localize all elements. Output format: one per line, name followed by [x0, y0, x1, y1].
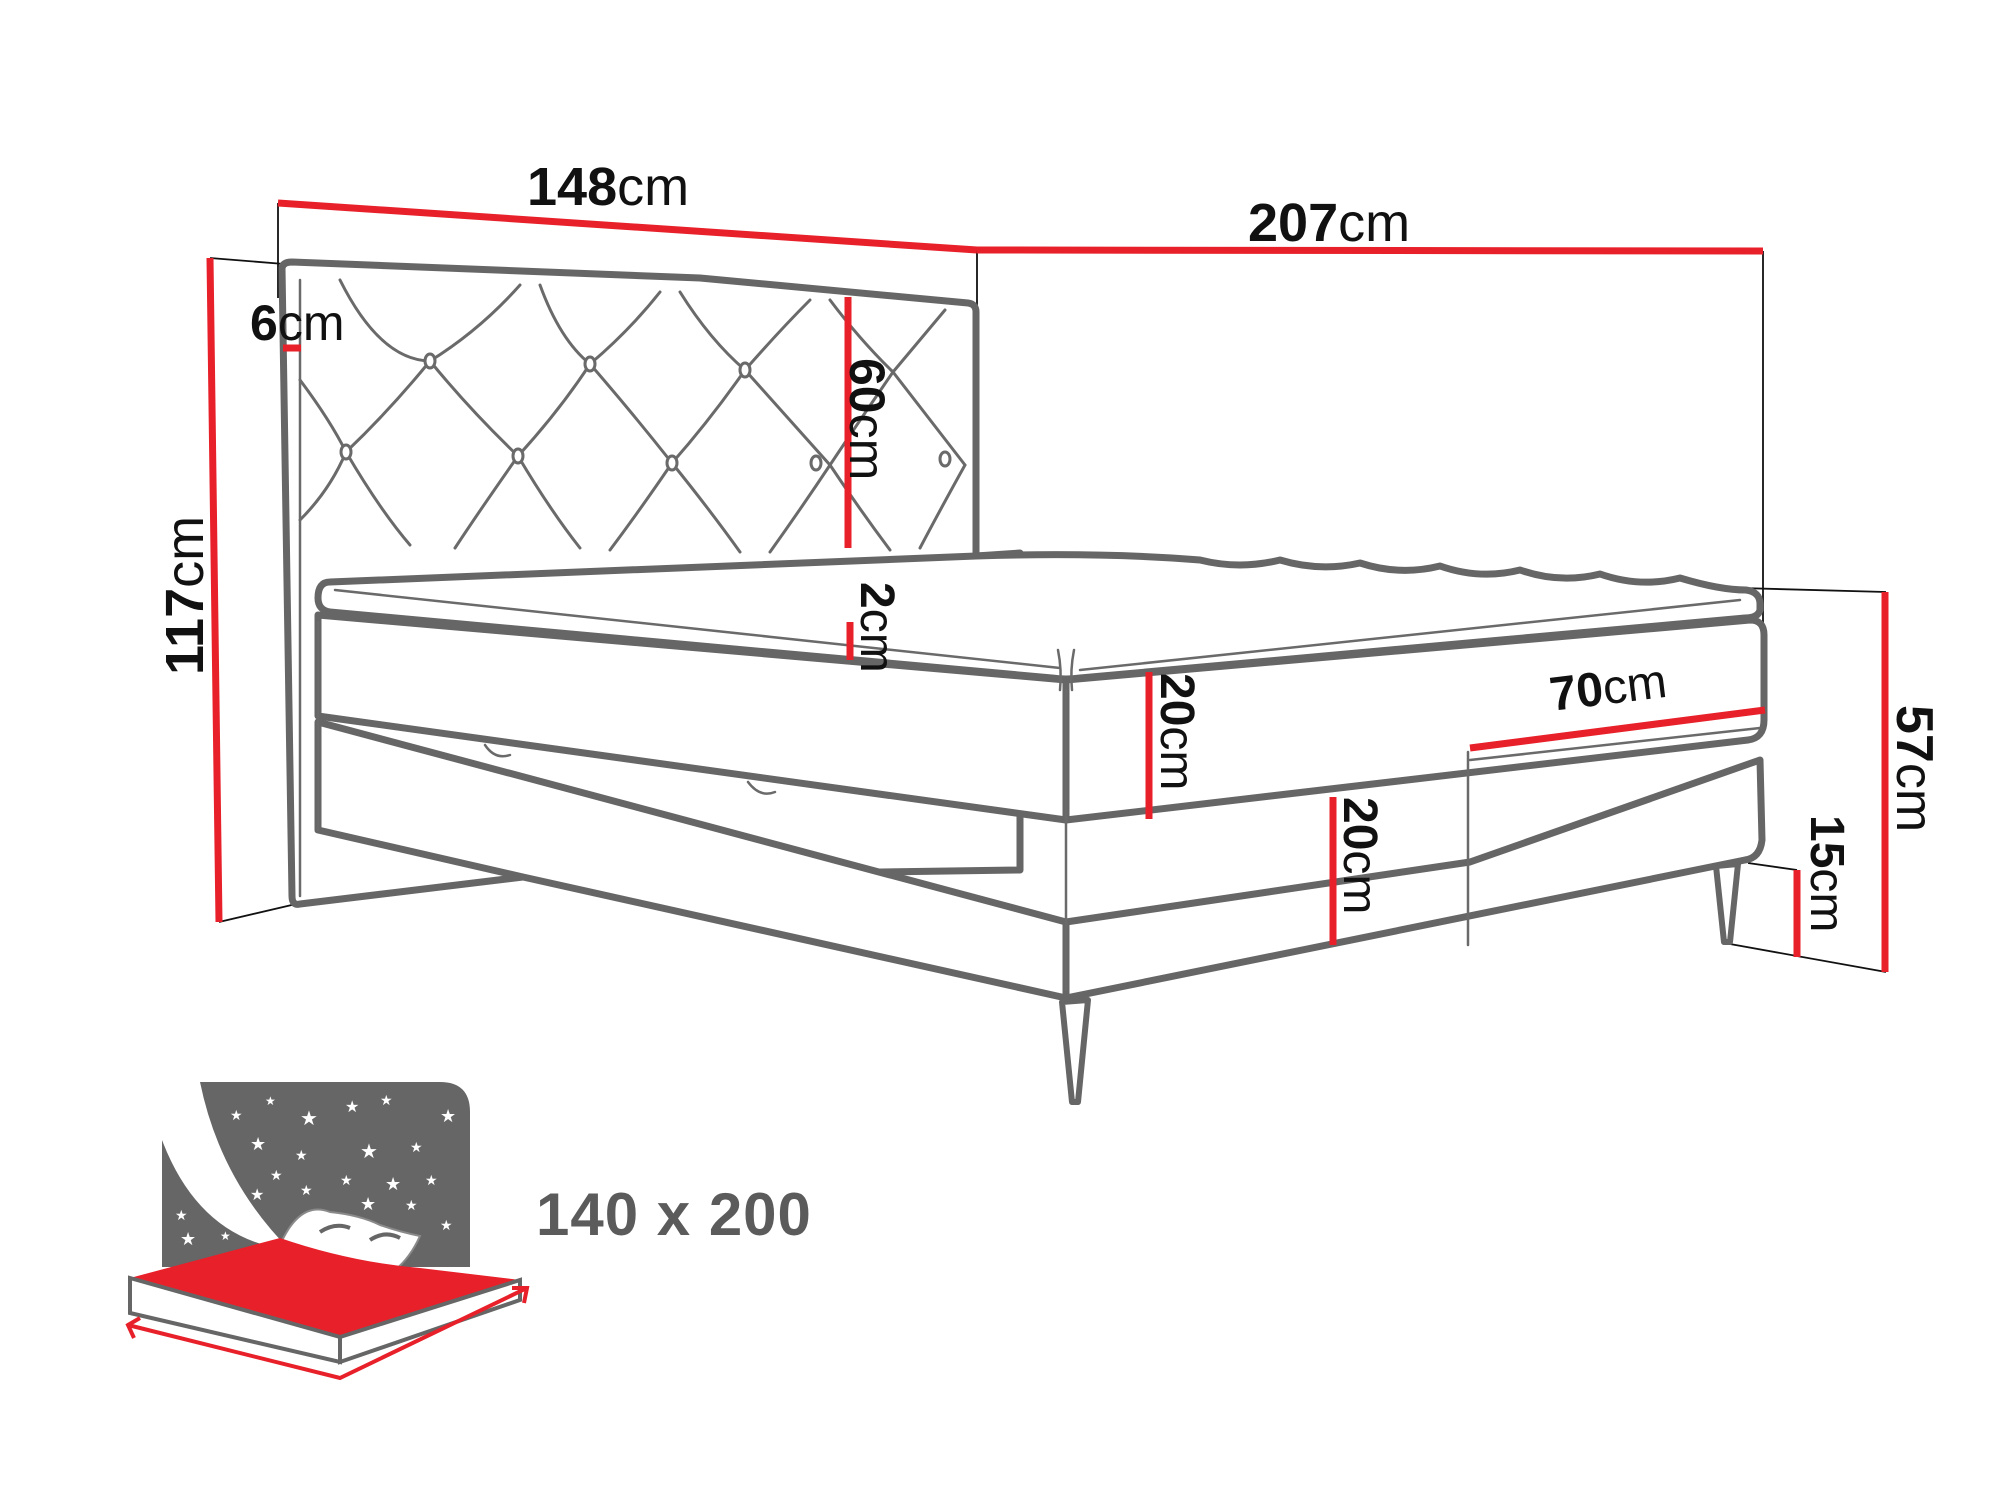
svg-text:★: ★ [295, 1147, 308, 1163]
label-sleeping-height: 57cm [1885, 705, 1943, 833]
label-width: 148cm [527, 160, 689, 214]
stars-icon: ★ ★ ★ ★ ★ ★ ★ ★ ★ ★ ★ ★ ★ ★ ★ ★ ★ ★ ★ ★ … [175, 1092, 456, 1249]
label-sleeping-height-unit: cm [1885, 762, 1943, 833]
svg-text:★: ★ [425, 1172, 438, 1188]
dim-line-width [277, 199, 978, 254]
label-headboard-height: 60cm [839, 358, 895, 481]
label-width-value: 148 [527, 157, 618, 217]
dimension-lines [206, 199, 1889, 972]
dim-line-total-height [206, 257, 223, 923]
label-leg-height-value: 15 [1800, 815, 1853, 869]
label-headboard-depth-value: 6 [250, 295, 278, 351]
svg-text:★: ★ [440, 1217, 453, 1233]
svg-text:★: ★ [405, 1197, 418, 1213]
label-headboard-height-value: 60 [839, 358, 895, 414]
dim-line-storage [1469, 706, 1766, 752]
svg-text:★: ★ [175, 1207, 188, 1223]
mattress-size-icon: ★ ★ ★ ★ ★ ★ ★ ★ ★ ★ ★ ★ ★ ★ ★ ★ ★ ★ ★ ★ … [125, 1082, 530, 1381]
label-total-height-value: 117 [155, 587, 215, 675]
tufting-buttons [339, 352, 952, 472]
label-topper-unit: cm [850, 608, 903, 673]
svg-text:★: ★ [180, 1229, 196, 1249]
svg-text:★: ★ [270, 1167, 283, 1183]
label-headboard-depth: 6cm [250, 298, 344, 348]
svg-text:★: ★ [300, 1182, 313, 1198]
label-box: 20cm [1333, 797, 1386, 915]
label-mattress-unit: cm [1150, 726, 1203, 791]
label-sleeping-height-value: 57 [1885, 705, 1943, 763]
label-length-unit: cm [1338, 193, 1411, 253]
bed-legs [1059, 861, 1741, 1105]
svg-text:★: ★ [345, 1099, 359, 1116]
svg-text:★: ★ [440, 1106, 456, 1126]
svg-text:★: ★ [300, 1108, 318, 1130]
mattress-size-label: 140 x 200 [536, 1181, 812, 1248]
label-mattress: 20cm [1150, 673, 1203, 791]
label-headboard-depth-unit: cm [277, 295, 345, 351]
label-width-unit: cm [617, 157, 690, 217]
svg-text:★: ★ [265, 1094, 276, 1108]
label-headboard-height-unit: cm [839, 413, 895, 481]
label-storage-unit: cm [1599, 654, 1670, 716]
bed-base [314, 551, 1768, 1002]
label-leg-height: 15cm [1800, 815, 1853, 933]
label-box-value: 20 [1333, 797, 1386, 851]
label-box-unit: cm [1333, 850, 1386, 915]
svg-text:★: ★ [385, 1174, 401, 1194]
svg-text:★: ★ [340, 1172, 353, 1188]
svg-text:★: ★ [360, 1141, 378, 1163]
label-mattress-value: 20 [1150, 673, 1203, 727]
label-topper: 2cm [850, 582, 903, 673]
svg-text:★: ★ [380, 1092, 393, 1108]
label-length: 207cm [1248, 196, 1410, 250]
label-topper-value: 2 [850, 582, 903, 609]
label-leg-height-unit: cm [1800, 868, 1853, 933]
label-total-height-unit: cm [155, 515, 215, 588]
svg-text:★: ★ [230, 1107, 243, 1123]
label-total-height: 117cm [155, 515, 215, 675]
dim-line-length [976, 246, 1764, 255]
svg-text:★: ★ [250, 1187, 264, 1204]
svg-text:★: ★ [410, 1139, 423, 1155]
svg-text:★: ★ [250, 1134, 266, 1154]
label-storage-value: 70 [1546, 662, 1607, 722]
svg-text:★: ★ [220, 1229, 231, 1243]
svg-text:★: ★ [360, 1194, 376, 1214]
label-length-value: 207 [1248, 193, 1339, 253]
